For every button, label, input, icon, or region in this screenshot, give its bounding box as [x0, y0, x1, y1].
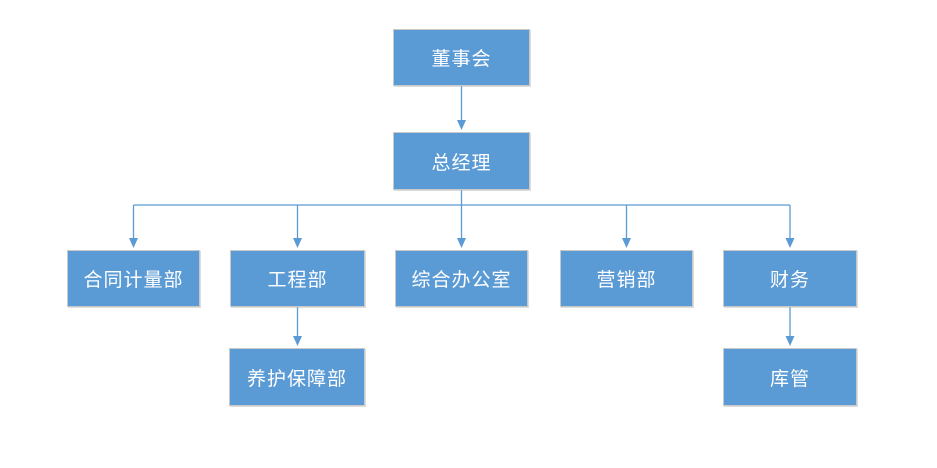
node-warehouse-keeper: 库管	[723, 348, 857, 406]
node-marketing-dept: 营销部	[560, 250, 693, 307]
node-contract-measurement-dept: 合同计量部	[67, 250, 200, 307]
node-general-office: 综合办公室	[395, 250, 528, 307]
node-label: 综合办公室	[411, 269, 512, 291]
node-general-manager: 总经理	[393, 132, 530, 190]
node-finance: 财务	[723, 250, 857, 307]
node-label: 总经理	[431, 151, 492, 174]
node-label: 合同计量部	[83, 269, 184, 291]
node-label: 工程部	[267, 269, 328, 291]
node-label: 董事会	[431, 48, 492, 70]
node-label: 养护保障部	[246, 367, 347, 390]
node-label: 库管	[769, 367, 810, 390]
node-engineering-dept: 工程部	[230, 250, 365, 307]
node-label: 财务	[769, 269, 810, 291]
node-label: 营销部	[596, 269, 657, 291]
node-board-of-directors: 董事会	[393, 29, 530, 86]
node-maintenance-support-dept: 养护保障部	[229, 348, 365, 406]
